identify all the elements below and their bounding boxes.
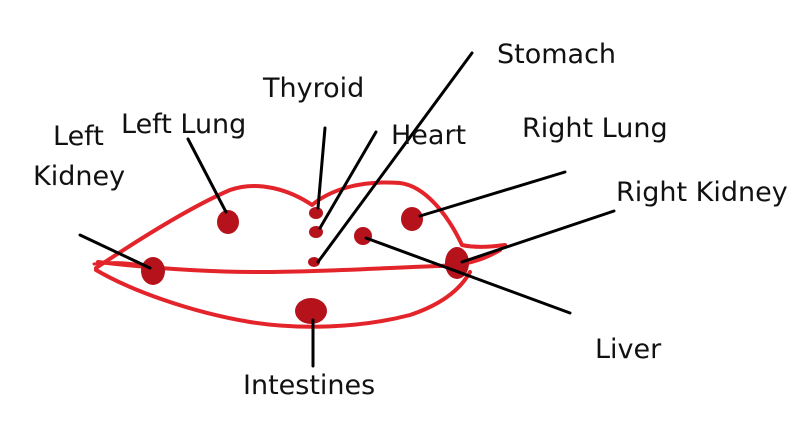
label-thyroid: Thyroid — [262, 73, 364, 104]
liver-spot — [354, 227, 372, 245]
liver-pointer — [364, 236, 572, 315]
intestines-spot — [295, 298, 327, 324]
label-liver: Liver — [595, 334, 662, 365]
labels: Stomach Thyroid Left Lung Heart Right Lu… — [33, 39, 788, 401]
stomach-spot — [308, 257, 320, 267]
label-right-lung: Right Lung — [522, 113, 668, 144]
upper-lip-outline — [94, 180, 507, 270]
label-left: Left — [53, 121, 104, 152]
left-corner-tip — [92, 261, 142, 267]
left-kidney-pointer — [78, 233, 152, 270]
label-left-lung: Left Lung — [121, 109, 246, 140]
label-heart: Heart — [391, 120, 466, 151]
pointer-lines — [78, 51, 616, 368]
organ-spots — [141, 207, 469, 324]
right-lung-pointer — [418, 170, 567, 218]
thyroid-pointer — [316, 126, 327, 210]
stomach-pointer — [316, 51, 474, 264]
left-kidney-spot — [141, 257, 165, 285]
right-lung-spot — [401, 207, 423, 231]
lower-lip-outline — [94, 268, 472, 329]
left-lung-pointer — [186, 137, 228, 214]
thyroid-spot — [309, 207, 323, 219]
right-kidney-spot — [445, 247, 469, 279]
heart-pointer — [318, 130, 378, 230]
label-right-kidney: Right Kidney — [616, 177, 788, 208]
left-lung-spot — [217, 210, 239, 234]
label-kidney: Kidney — [33, 161, 125, 192]
label-stomach: Stomach — [497, 39, 616, 70]
label-intestines: Intestines — [243, 370, 375, 401]
right-kidney-pointer — [460, 209, 616, 264]
